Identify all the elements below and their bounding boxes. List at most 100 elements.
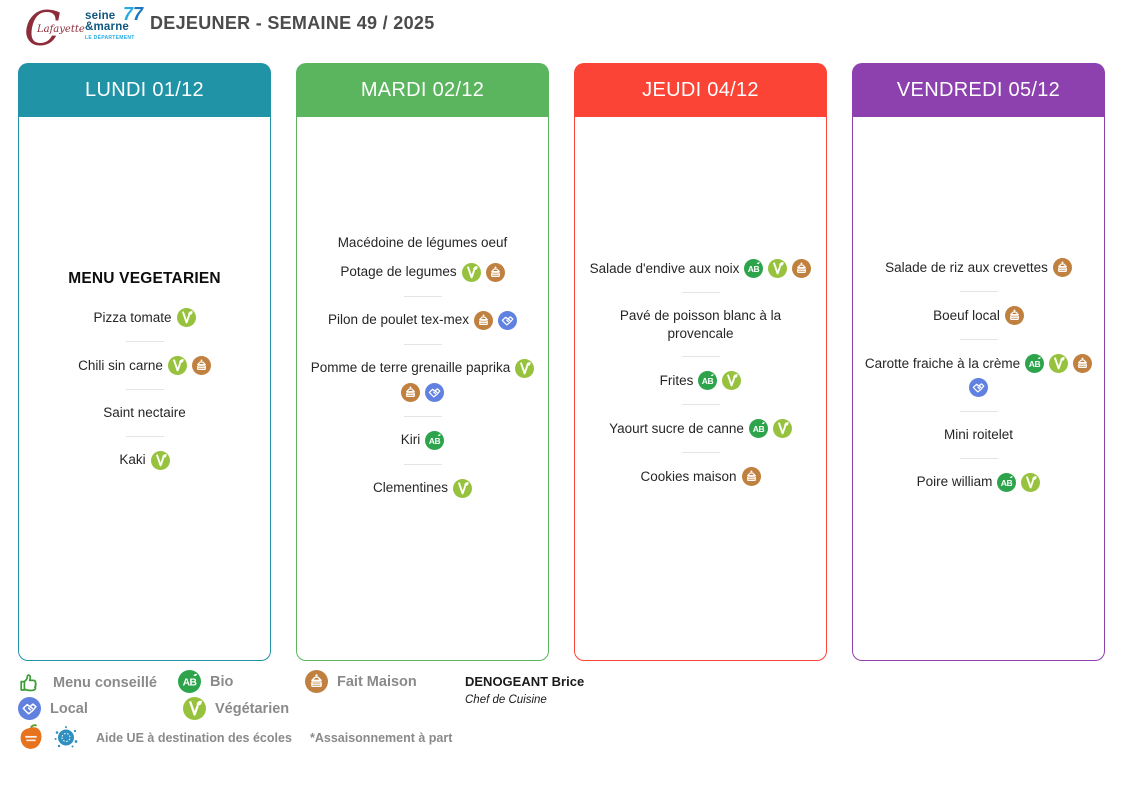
page-header: C Lafayette 77 seine &marne LE DÉPARTEME… [0, 0, 1123, 62]
item-divider [959, 339, 998, 340]
legend-label: Menu conseillé [53, 675, 157, 691]
dish-label: Saint nectaire [103, 405, 186, 420]
dish-item: Clementines [297, 478, 548, 498]
day-header-vendredi: VENDREDI 05/12 [852, 63, 1105, 117]
eu-school-scheme-icon [54, 726, 78, 748]
dish-badges-row2 [307, 382, 538, 402]
day-header-lundi: LUNDI 01/12 [18, 63, 271, 117]
item-divider [125, 389, 164, 390]
item-divider [681, 356, 720, 358]
item-divider [403, 295, 442, 297]
vegetarien-icon [1049, 354, 1069, 373]
day-header-jeudi: JEUDI 04/12 [574, 63, 827, 117]
dish-badges-row2 [863, 378, 1094, 397]
dish-label: Kiri [400, 432, 421, 448]
dish-item: Salade d'endive aux noix AB [575, 259, 826, 278]
bio-icon: AB [748, 419, 768, 439]
dish-item: Pizza tomate [19, 308, 270, 327]
local-icon [18, 697, 41, 720]
legend-item-local: Local [18, 697, 88, 720]
dish-label: Chili sin carne [78, 357, 163, 373]
svg-text:AB: AB [753, 424, 765, 434]
day-body-lundi: MENU VEGETARIEN Pizza tomate Chili sin ca… [18, 117, 271, 661]
lafayette-logo: C Lafayette [24, 1, 85, 57]
page-title: DEJEUNER - SEMAINE 49 / 2025 [150, 13, 435, 33]
legend-item-bio: AB Bio [178, 670, 233, 693]
dish-label: Kaki [119, 452, 146, 468]
dish-item: Cookies maison [575, 467, 826, 487]
vegetarien-icon [515, 358, 535, 378]
item-divider [403, 415, 442, 417]
fait-maison-icon [741, 467, 761, 487]
vegetarien-icon [722, 371, 742, 391]
dept-line2: &marne [85, 21, 130, 33]
lafayette-c-glyph: C [24, 1, 61, 57]
item-divider [403, 343, 442, 345]
dish-item: Saint nectaire [19, 404, 270, 422]
fait-maison-icon [485, 262, 505, 282]
fait-maison-icon [401, 382, 420, 402]
dish-label: Pavé de poisson blanc à la provencale [619, 308, 782, 341]
dish-item: Carotte fraiche à la crème AB [853, 354, 1104, 397]
legend-label: Local [50, 700, 88, 717]
apple-logo-icon [20, 724, 42, 749]
legend-footer: Menu conseillé AB Bio Fait Maison Local … [18, 668, 1108, 783]
legend-item-vegetarien: Végétarien [183, 697, 289, 720]
dish-label: Pilon de poulet tex-mex [327, 312, 470, 328]
dept-77-number: 77 [122, 4, 143, 24]
bio-icon: AB [997, 472, 1017, 492]
chef-name: DENOGEANT Brice [465, 674, 585, 689]
aide-ue-row: Aide UE à destination des écoles [18, 724, 292, 751]
day-body-vendredi: Salade de riz aux crevettes Boeuf local … [852, 117, 1105, 661]
fait-maison-icon [191, 356, 211, 375]
dept-subtitle: LE DÉPARTEMENT [85, 35, 135, 41]
item-divider [959, 291, 998, 292]
lafayette-script: Lafayette [37, 24, 85, 35]
dish-label: Boeuf local [933, 307, 1000, 323]
chef-block: DENOGEANT Brice Chef de Cuisine [465, 674, 584, 706]
svg-text:AB: AB [748, 264, 760, 274]
menu-heading: MENU VEGETARIEN [68, 270, 221, 287]
dish-label: Carotte fraiche à la crème [864, 355, 1021, 371]
dish-label: Macédoine de légumes oeuf [337, 235, 508, 250]
dish-item: Yaourt sucre de canne AB [575, 419, 826, 439]
dish-item: Pomme de terre grenaille paprika [297, 358, 548, 402]
dish-label: Mini roitelet [943, 427, 1014, 442]
item-divider [125, 341, 164, 342]
svg-text:AB: AB [1029, 359, 1041, 369]
dish-item: Poire william AB [853, 472, 1104, 492]
local-icon [425, 382, 444, 402]
item-divider [959, 411, 998, 412]
item-divider [403, 463, 442, 465]
vegetarien-icon [453, 478, 473, 498]
dish-label: Potage de legumes [340, 264, 457, 280]
dish-item: Pavé de poisson blanc à la provencale [575, 307, 826, 342]
fait-maison-icon [1004, 306, 1024, 325]
vegetarien-icon [167, 356, 187, 375]
menu-conseille-icon [18, 670, 44, 696]
bio-icon: AB [178, 670, 201, 693]
item-divider [125, 435, 164, 437]
dish-label: Yaourt sucre de canne [609, 420, 744, 436]
legend-label: Végétarien [215, 700, 290, 717]
dish-item: Frites AB [575, 371, 826, 391]
vegetarien-icon [150, 450, 170, 470]
vegetarien-icon [176, 308, 196, 327]
bio-icon: AB [1025, 354, 1045, 373]
vegetarien-icon [1021, 472, 1041, 492]
item-divider [681, 404, 720, 406]
dish-item: Kiri AB [297, 430, 548, 450]
day-body-jeudi: Salade d'endive aux noix AB Pavé de pois… [574, 117, 827, 661]
vegetarien-icon [772, 419, 792, 439]
dish-label: Frites [659, 372, 694, 388]
legend-label: Bio [210, 673, 234, 690]
fait-maison-icon [1073, 354, 1093, 373]
dish-item: Mini roitelet [853, 426, 1104, 444]
svg-text:AB: AB [1001, 477, 1013, 487]
dish-label: Pomme de terre grenaille paprika [310, 360, 511, 376]
